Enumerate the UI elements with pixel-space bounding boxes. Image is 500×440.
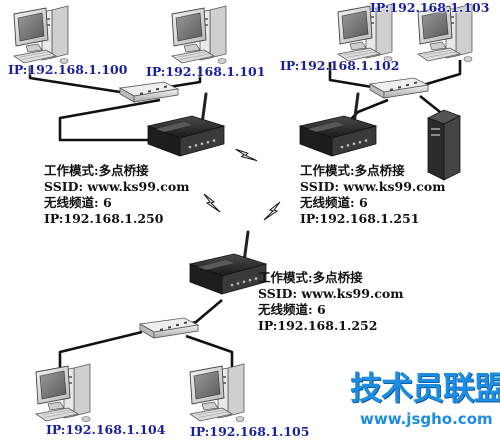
bridge-250-info: 工作模式:多点桥接 SSID: www.ks99.com 无线频道: 6 IP:… xyxy=(44,163,189,227)
switch-top-right-icon xyxy=(369,77,429,99)
pc-ip-label: IP:192.168.1.104 xyxy=(46,422,166,437)
bridge-ip-label: IP:192.168.1.251 xyxy=(300,211,420,226)
cable-pc102-switch xyxy=(328,62,379,90)
pc-105-icon xyxy=(189,363,245,422)
pc-ip-label: IP:192.168.1.102 xyxy=(280,58,400,73)
wireless-link-top-icon xyxy=(235,143,258,167)
watermark-url: www.jsgho.com xyxy=(360,410,493,428)
bridge-mode-label: 工作模式:多点桥接 xyxy=(258,270,363,285)
bridge-252-info: 工作模式:多点桥接 SSID: www.ks99.com 无线频道: 6 IP:… xyxy=(258,270,403,334)
pc-ip-label: IP:192.168.1.100 xyxy=(8,62,128,77)
bridge-252-icon xyxy=(188,230,268,296)
bridge-mode-label: 工作模式:多点桥接 xyxy=(44,163,149,178)
switch-bottom-icon xyxy=(139,317,199,339)
server-icon xyxy=(427,109,461,181)
wireless-link-right-icon xyxy=(263,201,281,221)
pc-ip-label: IP:192.168.1.105 xyxy=(190,424,310,439)
bridge-channel-label: 无线频道: 6 xyxy=(258,302,326,317)
bridge-mode-label: 工作模式:多点桥接 xyxy=(300,163,405,178)
cable-pc100-switch xyxy=(28,66,121,94)
watermark: 技术员联盟 www.jsgho.com xyxy=(350,369,500,434)
bridge-ip-label: IP:192.168.1.250 xyxy=(44,211,164,226)
bridge-ssid-label: SSID: www.ks99.com xyxy=(44,179,190,194)
switch-top-left-icon xyxy=(119,81,179,103)
bridge-ssid-label: SSID: www.ks99.com xyxy=(300,179,446,194)
bridge-channel-label: 无线频道: 6 xyxy=(44,195,112,210)
bridge-251-icon xyxy=(298,92,378,158)
pc-ip-label: IP:192.168.1.103 xyxy=(370,0,490,15)
bridge-ssid-label: SSID: www.ks99.com xyxy=(258,286,404,301)
cable-switch-pc105 xyxy=(185,334,234,368)
pc-101-icon xyxy=(171,5,227,64)
bridge-251-info: 工作模式:多点桥接 SSID: www.ks99.com 无线频道: 6 IP:… xyxy=(300,163,445,227)
pc-100-icon xyxy=(13,5,69,64)
bridge-ip-label: IP:192.168.1.252 xyxy=(258,318,378,333)
bridge-channel-label: 无线频道: 6 xyxy=(300,195,368,210)
cable-pc103-switch xyxy=(419,60,462,88)
cable-switch-bridge250 xyxy=(58,98,161,142)
watermark-title: 技术员联盟 xyxy=(350,369,500,407)
wireless-link-left-icon xyxy=(203,193,221,213)
pc-104-icon xyxy=(35,363,91,422)
pc-ip-label: IP:192.168.1.101 xyxy=(146,64,266,79)
bridge-250-icon xyxy=(146,92,226,158)
